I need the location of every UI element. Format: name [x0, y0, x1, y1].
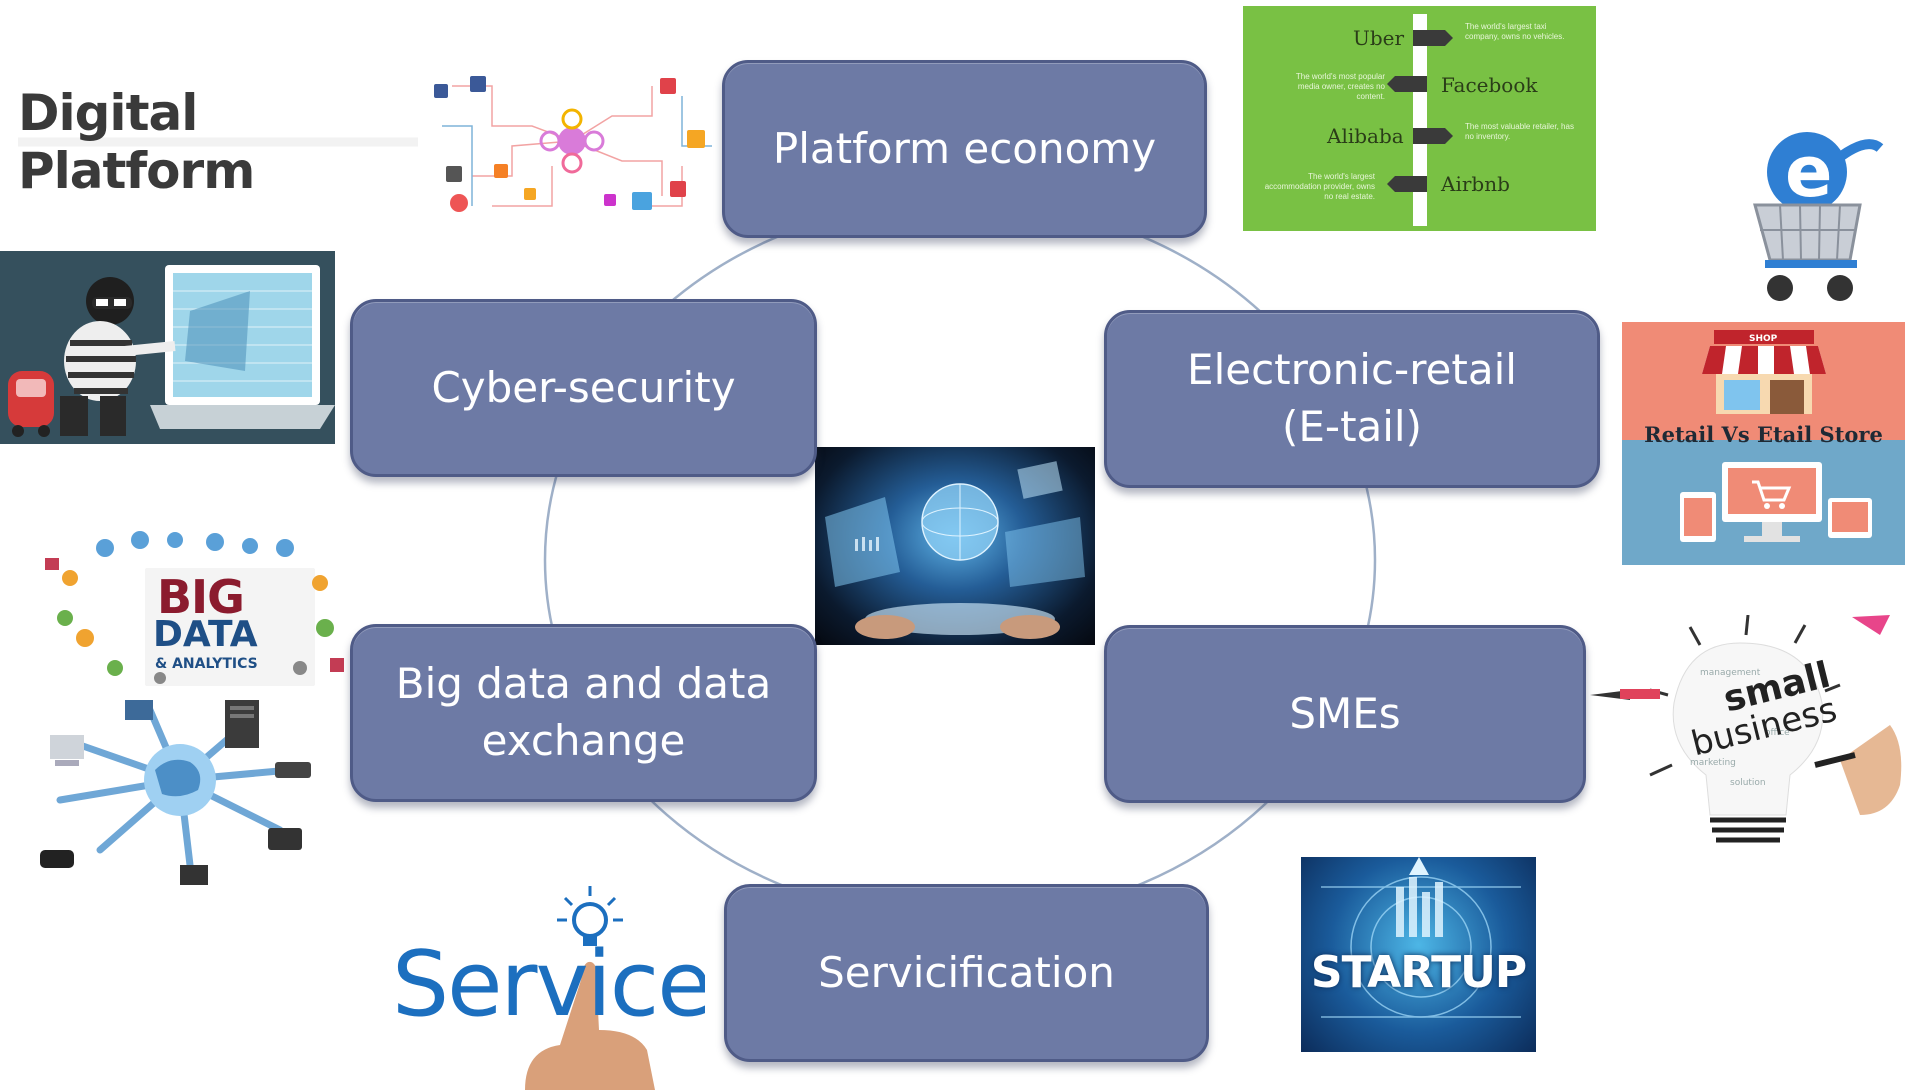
node-cyber-security: Cyber-security — [350, 299, 817, 477]
svg-text:e: e — [1785, 131, 1832, 213]
airbnb-note: The world's largest accommodation provid… — [1264, 172, 1375, 201]
service-image: Service — [385, 880, 705, 1090]
shop-sign: SHOP — [1749, 334, 1778, 344]
service-word: Service — [392, 932, 705, 1037]
big-data-analytics-image: BIG DATA & ANALYTICS — [45, 528, 345, 688]
node-cyber-security-label: Cyber-security — [431, 362, 736, 412]
data-word: DATA — [153, 614, 258, 655]
uber-label: Uber — [1353, 26, 1405, 50]
retail-vs-etail-image: SHOP Retail Vs Etail Store — [1622, 322, 1905, 565]
hacker-image — [0, 251, 335, 444]
node-electronic-retail: Electronic-retail (E-tail) — [1104, 310, 1600, 488]
startup-image: STARTUP — [1301, 857, 1536, 1052]
startup-word: STARTUP — [1310, 947, 1527, 998]
uber-note: The world's largest taxi company, owns n… — [1465, 22, 1565, 41]
node-big-data: Big data and data exchange — [350, 624, 817, 802]
data-exchange-network-image — [40, 700, 330, 900]
svg-text:office: office — [1765, 728, 1790, 738]
node-servicification: Servicification — [724, 884, 1209, 1062]
analytics-word: & ANALYTICS — [155, 656, 258, 672]
node-platform-economy: Platform economy — [722, 60, 1207, 238]
digital-platform-title: Digital Platform — [18, 84, 418, 200]
platform-companies-image: Uber Facebook Alibaba Airbnb The world's… — [1243, 6, 1596, 231]
retail-vs-etail-caption: Retail Vs Etail Store — [1644, 422, 1883, 447]
facebook-label: Facebook — [1441, 73, 1538, 97]
airbnb-label: Airbnb — [1441, 172, 1510, 196]
digital-network-icons — [432, 66, 722, 226]
node-platform-economy-label: Platform economy — [772, 123, 1157, 173]
center-tech-image — [815, 447, 1095, 645]
big-word: BIG — [157, 570, 245, 624]
svg-text:management: management — [1700, 668, 1761, 678]
node-servicification-label: Servicification — [818, 947, 1115, 997]
node-big-data-label: Big data and data exchange — [395, 659, 772, 765]
alibaba-label: Alibaba — [1327, 124, 1404, 148]
shopping-cart-icon: e — [1735, 110, 1885, 310]
svg-text:marketing: marketing — [1690, 758, 1736, 768]
alibaba-note: The most valuable retailer, has no inven… — [1465, 122, 1574, 141]
node-smes-label: SMEs — [1289, 688, 1401, 738]
facebook-note: The world's most popular media owner, cr… — [1295, 72, 1385, 101]
svg-text:solution: solution — [1730, 778, 1766, 788]
node-smes: SMEs — [1104, 625, 1586, 803]
node-electronic-retail-label: Electronic-retail (E-tail) — [1187, 345, 1517, 451]
